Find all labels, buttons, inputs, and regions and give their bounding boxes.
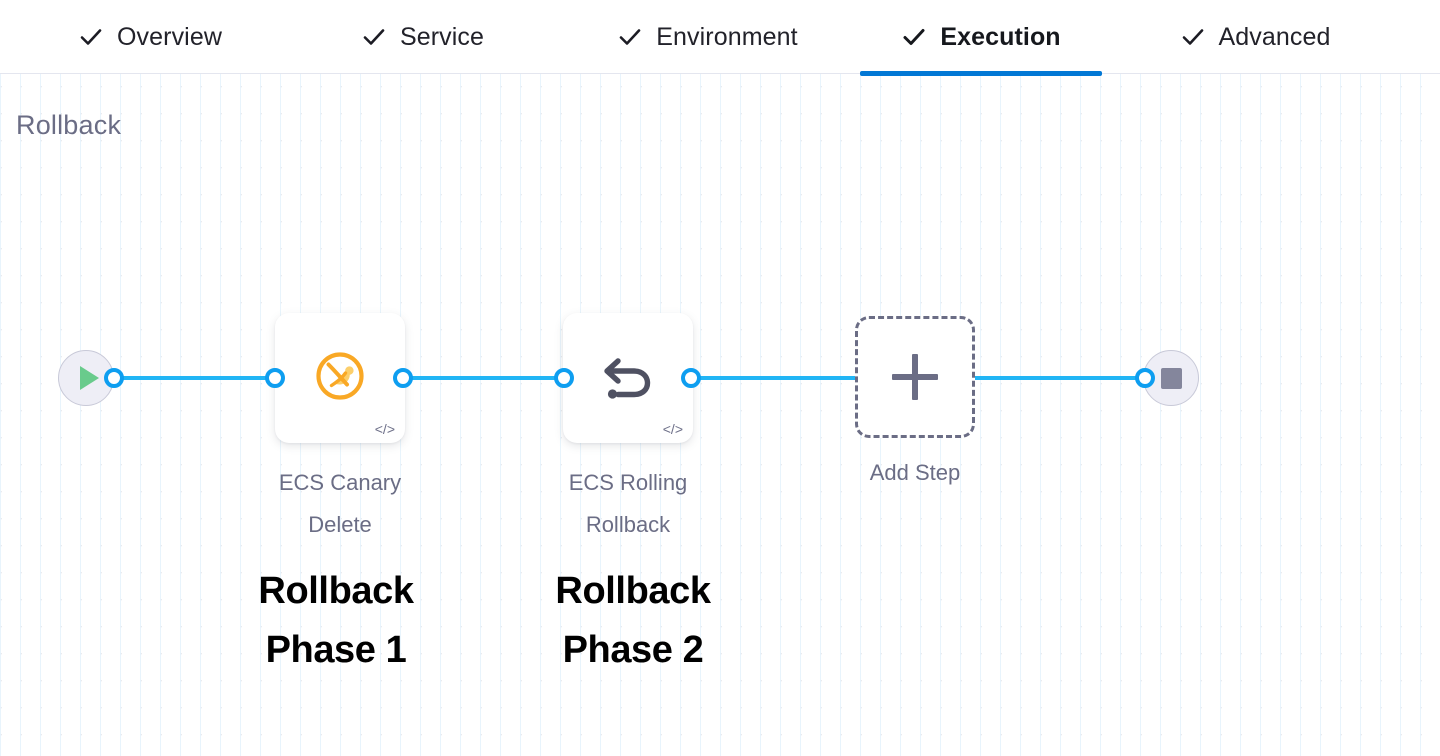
tab-label: Overview — [117, 22, 222, 51]
pipeline-stage-tabs: Overview Service Environment — [0, 0, 1440, 76]
tab-label: Advanced — [1218, 22, 1331, 51]
port-step2-in[interactable] — [554, 368, 574, 388]
tab-environment[interactable]: Environment — [580, 0, 835, 74]
tab-label: Execution — [940, 22, 1061, 51]
code-icon: </> — [662, 421, 683, 437]
pipeline-canvas[interactable]: Rollback — [0, 74, 1440, 756]
tab-underline — [40, 71, 260, 76]
code-icon: </> — [374, 421, 395, 437]
tab-execution[interactable]: Execution — [860, 0, 1102, 76]
tab-underline — [860, 71, 1102, 76]
step-node-ecs-canary-delete[interactable]: </> — [275, 313, 405, 443]
step-label-ecs-canary-delete: ECS Canary Delete — [278, 470, 402, 537]
step-label-ecs-rolling-rollback: ECS Rolling Rollback — [568, 470, 688, 537]
edge-start-to-step1 — [112, 376, 288, 380]
rollback-arrow-icon — [598, 347, 658, 410]
tab-advanced[interactable]: Advanced — [1145, 0, 1365, 74]
check-icon — [361, 24, 387, 50]
annotation-rollback-phase-2: Rollback Phase 2 — [555, 570, 711, 671]
port-step1-out[interactable] — [393, 368, 413, 388]
check-icon — [901, 24, 927, 50]
tab-service[interactable]: Service — [330, 0, 515, 74]
port-start-out[interactable] — [104, 368, 124, 388]
canvas-section-title: Rollback — [16, 110, 122, 140]
step-node-ecs-rolling-rollback[interactable]: </> — [563, 313, 693, 443]
check-icon — [1180, 24, 1206, 50]
tab-overview[interactable]: Overview — [40, 0, 260, 74]
edge-addstep-to-end — [970, 376, 1150, 380]
plus-icon — [892, 354, 938, 400]
port-step2-out[interactable] — [681, 368, 701, 388]
canvas-grid-background — [0, 74, 1440, 756]
edge-step1-to-step2 — [396, 376, 574, 380]
port-end-in[interactable] — [1135, 368, 1155, 388]
tab-label: Service — [399, 22, 485, 51]
tab-underline — [580, 71, 835, 76]
add-step-label: Add Step — [869, 460, 961, 485]
execution-graph: </> ECS Canary Delete Rollback Phase 1 <… — [0, 74, 1440, 756]
annotation-rollback-phase-1: Rollback Phase 1 — [258, 570, 414, 671]
tab-label: Environment — [656, 22, 798, 51]
port-step1-in[interactable] — [265, 368, 285, 388]
tab-underline — [330, 71, 515, 76]
edge-step2-to-addstep — [686, 376, 908, 380]
check-icon — [78, 24, 104, 50]
ecs-canary-delete-icon — [313, 349, 367, 408]
add-step-button[interactable] — [855, 316, 975, 438]
stop-icon — [1160, 367, 1182, 389]
check-icon — [617, 24, 643, 50]
play-icon — [79, 366, 99, 390]
tab-underline — [1145, 71, 1365, 76]
